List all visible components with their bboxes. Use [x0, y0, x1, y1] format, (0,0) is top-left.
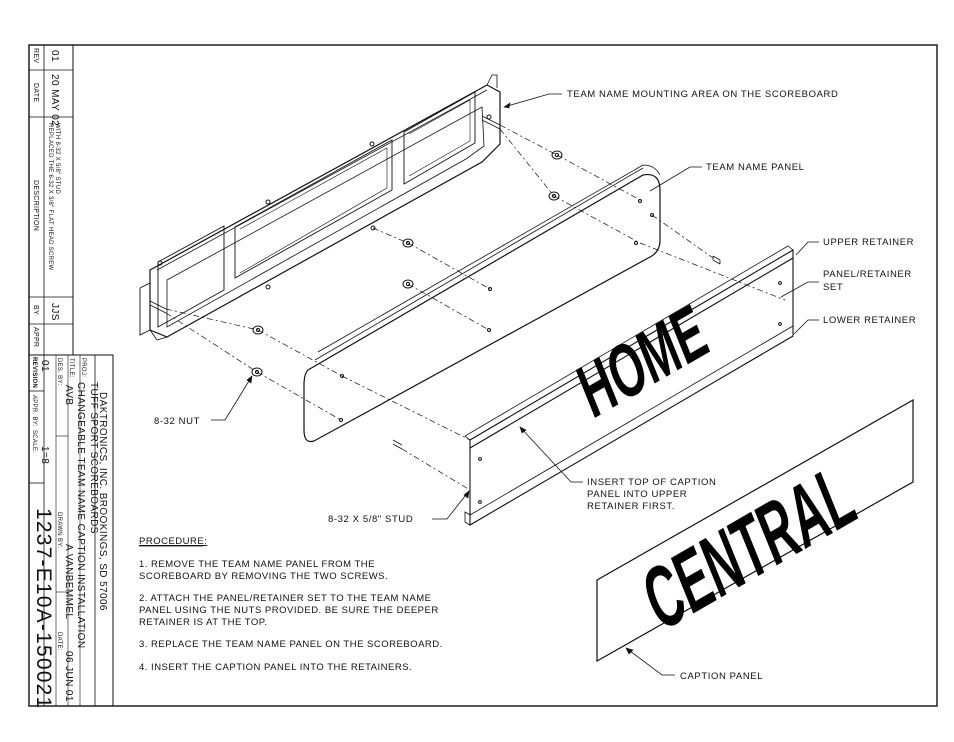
callout-caption-panel: CAPTION PANEL — [680, 671, 763, 682]
drawing-number: 1237-E10A-150021 — [32, 508, 55, 709]
description-header: DESCRIPTION — [32, 180, 39, 231]
caption-panel: CENTRAL — [596, 398, 914, 663]
date-label: DATE: — [56, 632, 62, 651]
callout-panel-retainer-line-2: SET — [823, 282, 843, 293]
nut-icon — [402, 238, 414, 248]
drawn-value: A VANBEMMEL — [63, 544, 74, 619]
date-header: DATE — [32, 83, 39, 102]
procedure-line: 3. REPLACE THE TEAM NAME PANEL ON THE SC… — [139, 639, 443, 650]
studs — [392, 255, 721, 450]
appr-header: APPR — [32, 327, 39, 347]
procedure-line: PANEL USING THE NUTS PROVIDED. BE SURE T… — [139, 605, 439, 616]
nut-icon — [548, 191, 560, 201]
des-value: AVB — [63, 385, 74, 405]
nut-icon — [251, 367, 263, 377]
rev-header: REV — [32, 48, 39, 63]
procedure-line: 1. REMOVE THE TEAM NAME PANEL FROM THE — [139, 559, 375, 570]
procedure-line: SCOREBOARD BY REMOVING THE TWO SCREWS. — [139, 571, 388, 582]
rev-value: 01 — [49, 50, 60, 62]
callout-nut: 8-32 NUT — [154, 416, 200, 427]
proj-label: PROJ: — [80, 358, 86, 377]
company-name: DAKTRONICS, INC. BROOKINGS, SD 57006 — [97, 392, 108, 611]
revision-table: REV DATE DESCRIPTION BY APPR 01 20 MAY 0… — [28, 44, 74, 356]
title-value: CHANGEABLE TEAM NAME CAPTION INSTALLATIO… — [75, 382, 86, 648]
scale-label: SCALE: — [31, 430, 37, 453]
callout-panel-retainer-line-1: PANEL/RETAINER — [823, 269, 912, 280]
callout-upper-retainer: UPPER RETAINER — [823, 237, 914, 248]
title-block: REVISION 01 APPR. BY: SCALE: 1=8 1237-E1… — [28, 354, 114, 709]
des-label: DES. BY: — [56, 358, 62, 385]
rev-date-value: 20 MAY 02 — [49, 74, 60, 126]
nut-icon — [551, 150, 563, 160]
nut-icon — [252, 325, 264, 335]
callout-team-name-panel: TEAM NAME PANEL — [706, 162, 805, 173]
central-caption: CENTRAL — [631, 444, 867, 650]
appr-label: APPR. BY: — [31, 395, 37, 427]
procedure-line: RETAINER IS AT THE TOP. — [139, 617, 268, 628]
title-label: TITLE: — [68, 358, 74, 378]
callout-insert-line-3: RETAINER FIRST. — [587, 501, 675, 512]
callout-insert-line-2: PANEL INTO UPPER — [587, 489, 687, 500]
procedure-line: 2. ATTACH THE PANEL/RETAINER SET TO THE … — [139, 593, 432, 604]
callout-stud: 8-32 X 5/8" STUD — [328, 514, 413, 525]
callout-mounting-area: TEAM NAME MOUNTING AREA ON THE SCOREBOAR… — [567, 89, 838, 100]
date-value: 06 JUN 01 — [63, 651, 74, 702]
leader-lines — [211, 93, 819, 676]
nuts — [251, 150, 563, 377]
scale-value: 1=8 — [39, 446, 50, 464]
scoreboard-mounting-frame — [139, 74, 501, 341]
revision-label: REVISION — [31, 357, 37, 388]
revision-value: 01 — [39, 360, 50, 372]
nut-icon — [402, 279, 414, 289]
rev-by-value: JJS — [49, 303, 60, 321]
procedure-heading: PROCEDURE: — [139, 536, 207, 547]
assembly-centerlines — [165, 124, 786, 491]
drawn-label: DRAWN BY: — [56, 512, 62, 548]
procedure-line: 4. INSERT THE CAPTION PANEL INTO THE RET… — [139, 662, 412, 673]
callout-insert-line-1: INSERT TOP OF CAPTION — [587, 477, 716, 488]
home-caption: HOME — [568, 289, 718, 435]
procedure-notes: PROCEDURE: 1. REMOVE THE TEAM NAME PANEL… — [139, 536, 443, 673]
rev-description-line-1: REPLACED THE 6-32 X 3/8" FLAT HEAD SCREW — [47, 123, 53, 271]
callout-lower-retainer: LOWER RETAINER — [823, 315, 916, 326]
team-name-panel — [303, 164, 661, 443]
proj-value: TUFF SPORT SCOREBOARDS — [88, 382, 99, 534]
rev-description-line-2: WITH 8-32 X 5/8" STUD — [54, 123, 60, 194]
by-header: BY — [32, 305, 39, 315]
